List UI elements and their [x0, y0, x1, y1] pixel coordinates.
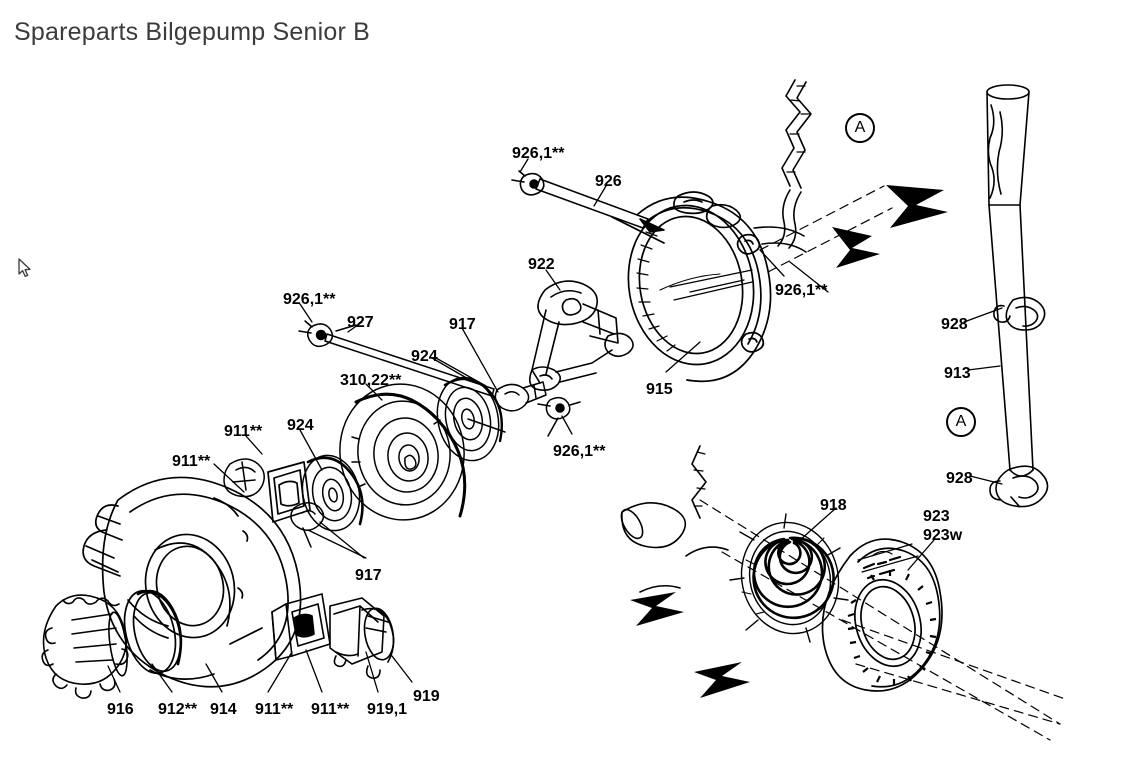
part-918-spiral [729, 513, 849, 643]
part-926-rod [511, 170, 665, 233]
part-915-housing [611, 191, 772, 383]
leader-lines [107, 158, 1003, 693]
part-919-nozzle [361, 607, 395, 679]
zone-reference-a-top: A [845, 113, 875, 143]
part-917-fitting-upper [494, 381, 547, 412]
callout-927: 927 [347, 314, 374, 331]
part-913-shaft [986, 84, 1034, 477]
callout-926-1-left: 926,1** [283, 291, 336, 308]
callout-928-top: 928 [941, 316, 968, 333]
callout-911-left: 911** [172, 453, 211, 470]
part-928-top [993, 296, 1046, 331]
part-911-cap-upper [223, 458, 265, 498]
part-928-bottom [989, 465, 1049, 508]
callout-914: 914 [210, 701, 237, 718]
callout-911-upper: 911** [224, 423, 263, 440]
callout-913: 913 [944, 365, 971, 382]
callout-926-1-right: 926,1** [775, 282, 828, 299]
callout-310-22: 310,22** [340, 372, 402, 389]
page-title: Spareparts Bilgepump Senior B [14, 18, 370, 46]
part-924-disc-center [436, 376, 506, 462]
break-symbols [620, 79, 948, 698]
callout-919-1: 919,1 [367, 701, 408, 718]
callout-924-left: 924 [287, 417, 314, 434]
part-912-gasket [267, 461, 311, 523]
center-lines [699, 185, 1069, 741]
callout-912: 912** [158, 701, 198, 718]
part-926-1-clip-mid [537, 396, 581, 437]
callout-916: 916 [107, 701, 134, 718]
part-924-disc-left [301, 454, 364, 532]
zone-reference-a-bottom: A [946, 407, 976, 437]
callout-923: 923 [923, 508, 950, 525]
callout-918: 918 [820, 497, 847, 514]
callout-922: 922 [528, 256, 555, 273]
callout-923w: 923w [923, 527, 963, 544]
callout-924-upper: 924 [411, 348, 438, 365]
part-912-ring [123, 589, 183, 675]
part-922-lever [528, 280, 634, 391]
part-310-22-diaphragm [339, 383, 467, 521]
part-916-knob [41, 594, 129, 699]
callout-917-lower: 917 [355, 567, 382, 584]
callout-911-b2: 911** [311, 701, 350, 718]
callout-911-b1: 911** [255, 701, 294, 718]
callout-915: 915 [646, 381, 673, 398]
callout-926: 926 [595, 173, 622, 190]
callout-926-1-top: 926,1** [512, 145, 565, 162]
part-914-housing [82, 476, 302, 688]
callout-919: 919 [413, 688, 440, 705]
callout-917-upper: 917 [449, 316, 476, 333]
callout-928-bottom: 928 [946, 470, 973, 487]
callout-926-1-mid: 926,1** [553, 443, 606, 460]
part-923-handle [821, 538, 943, 692]
